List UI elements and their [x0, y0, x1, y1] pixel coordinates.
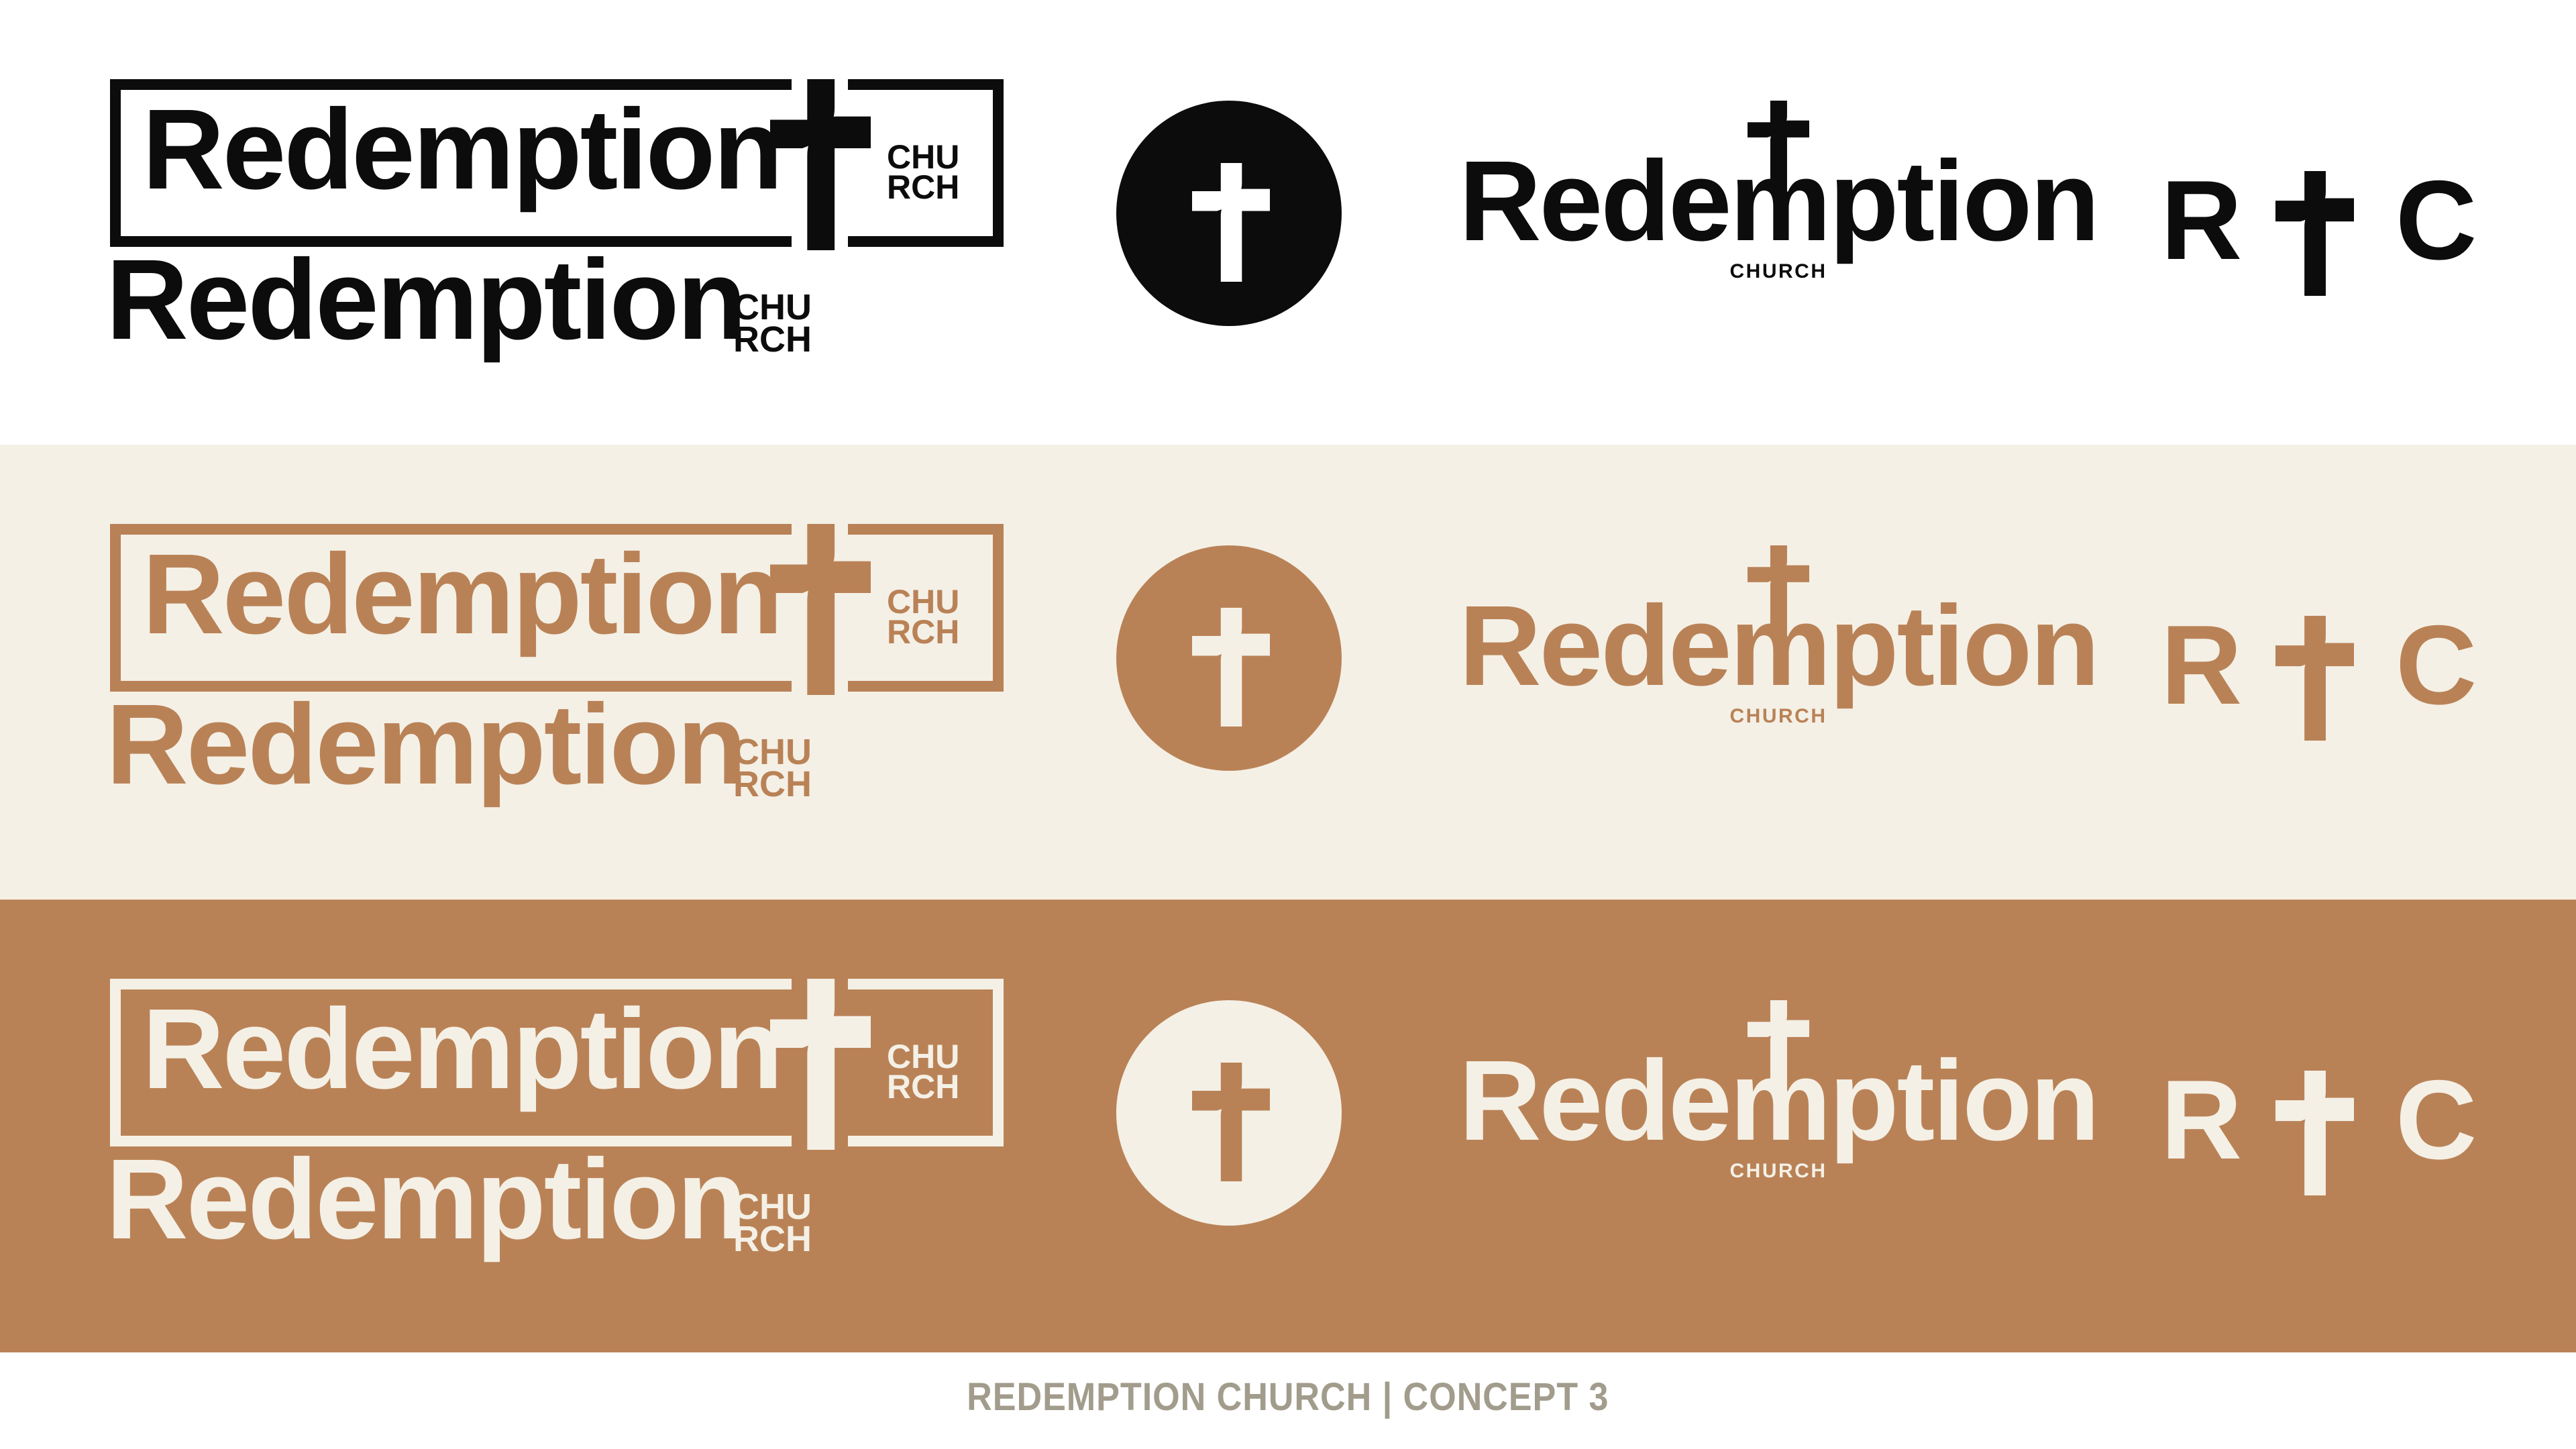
logo-box-frame — [110, 79, 1004, 247]
boxed-horizontal-lockup: Redemption CHU RCH Redemption CHU RCH — [0, 900, 2576, 1352]
band-black-on-white: Redemption CHU RCH Redemption CHU RCH — [0, 0, 2576, 445]
logo-box-frame — [110, 979, 1004, 1146]
church-split-line2: RCH — [887, 168, 960, 206]
monogram-letter-c: C — [2396, 602, 2477, 728]
monogram-letter-r: R — [2161, 602, 2243, 728]
footer-strip: REDEMPTION CHURCH | CONCEPT 3 — [0, 1352, 2576, 1449]
vertical-lockup: Redemption CHURCH — [1409, 994, 2147, 1235]
church-split-line2: RCH — [887, 613, 960, 651]
cross-icon — [1748, 1000, 1809, 1091]
vertical-lockup: Redemption CHURCH — [1409, 539, 2147, 780]
band-tan-on-cream: Redemption CHU RCH Redemption CHU RCH — [0, 445, 2576, 900]
monogram-letter-c: C — [2396, 157, 2477, 283]
church-split-line2: RCH — [733, 1219, 812, 1260]
monogram-lockup: R C — [2161, 608, 2483, 749]
wordmark: Redemption — [1458, 1037, 2100, 1165]
circle-cross-badge — [1116, 1000, 1342, 1226]
wordmark: Redemption — [106, 236, 747, 364]
church-split-line2: RCH — [887, 1068, 960, 1106]
logo-box-frame — [110, 524, 1004, 692]
cross-icon — [770, 79, 871, 250]
boxed-horizontal-lockup: Redemption CHU RCH Redemption CHU RCH — [0, 445, 2576, 900]
wordmark: Redemption — [106, 1136, 747, 1263]
cross-icon — [2275, 171, 2354, 296]
church-split-line2: RCH — [733, 764, 812, 805]
monogram-letter-c: C — [2396, 1057, 2477, 1183]
cross-icon — [2275, 616, 2354, 741]
wordmark: Redemption — [106, 681, 747, 808]
church-split-line2: RCH — [733, 319, 812, 360]
church-caps-label: CHURCH — [1729, 1160, 1827, 1182]
monogram-letter-r: R — [2161, 157, 2243, 283]
wordmark: Redemption — [142, 86, 783, 213]
church-split-line1: CHU — [733, 1187, 812, 1227]
cross-icon — [1192, 608, 1270, 727]
circle-cross-badge — [1116, 101, 1342, 326]
vertical-lockup: Redemption CHURCH — [1409, 94, 2147, 335]
cross-icon — [1192, 1063, 1270, 1181]
church-split-label: CHU RCH — [887, 1038, 960, 1106]
cross-icon — [2275, 1071, 2354, 1195]
church-split-line1: CHU — [887, 1038, 960, 1075]
circle-cross-badge — [1116, 545, 1342, 771]
monogram-letter-r: R — [2161, 1057, 2243, 1183]
wordmark: Redemption — [142, 531, 783, 658]
cross-icon — [1748, 545, 1809, 637]
boxed-horizontal-lockup: Redemption CHU RCH Redemption CHU RCH — [0, 0, 2576, 445]
church-caps-label: CHURCH — [1729, 705, 1827, 727]
wordmark: Redemption — [142, 985, 783, 1113]
cross-icon — [770, 979, 871, 1150]
church-split-line1: CHU — [887, 583, 960, 621]
cross-icon — [770, 524, 871, 695]
cross-icon — [1748, 101, 1809, 192]
church-split-line1: CHU — [887, 138, 960, 176]
church-split-line1: CHU — [733, 732, 812, 772]
church-split-line1: CHU — [733, 287, 812, 327]
church-split-label: CHU RCH — [733, 287, 812, 360]
church-caps-label: CHURCH — [1729, 260, 1827, 282]
band-cream-on-tan: Redemption CHU RCH Redemption CHU RCH — [0, 900, 2576, 1352]
church-split-label: CHU RCH — [887, 138, 960, 206]
church-split-label: CHU RCH — [887, 583, 960, 651]
monogram-lockup: R C — [2161, 1063, 2483, 1204]
concept-caption: REDEMPTION CHURCH | CONCEPT 3 — [967, 1375, 1609, 1419]
church-split-label: CHU RCH — [733, 732, 812, 805]
wordmark: Redemption — [1458, 138, 2100, 265]
monogram-lockup: R C — [2161, 164, 2483, 305]
church-split-label: CHU RCH — [733, 1187, 812, 1260]
cross-icon — [1192, 163, 1270, 282]
wordmark: Redemption — [1458, 582, 2100, 710]
